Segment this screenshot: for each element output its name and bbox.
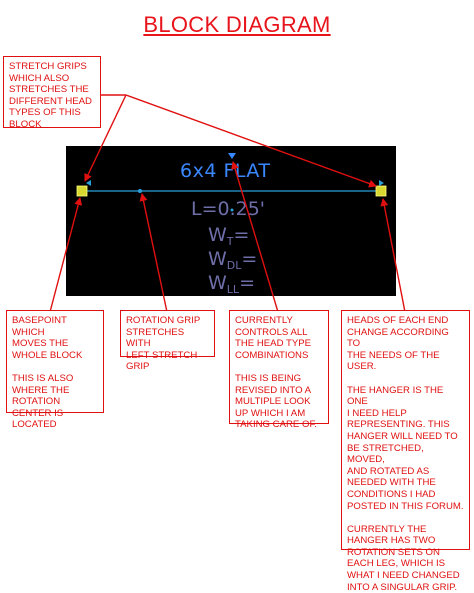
hanger-type-label: 6x4 FLAT: [180, 160, 271, 182]
rotation-grip-note: ROTATION GRIP STRETCHES WITH LEFT STRETC…: [120, 310, 215, 372]
heads-note: HEADS OF EACH END CHANGE ACCORDING TO TH…: [341, 310, 470, 593]
length-attribute: L=0.25': [191, 198, 266, 220]
stretch-grips-note: STRETCH GRIPS WHICH ALSO STRETCHES THE D…: [3, 56, 101, 130]
page-title: BLOCK DIAGRAM: [143, 12, 331, 37]
wt-attribute: WT=: [208, 224, 250, 248]
wdl-attribute: WDL=: [208, 248, 258, 272]
cad-viewport: 6x4 FLAT L=0.25' WT= WDL= WLL=: [66, 146, 396, 296]
basepoint-note: BASEPOINT WHICH MOVES THE WHOLE BLOCK TH…: [6, 310, 104, 430]
lookup-note: CURRENTLY CONTROLS ALL THE HEAD TYPE COM…: [229, 310, 329, 430]
wll-attribute: WLL=: [208, 272, 255, 296]
